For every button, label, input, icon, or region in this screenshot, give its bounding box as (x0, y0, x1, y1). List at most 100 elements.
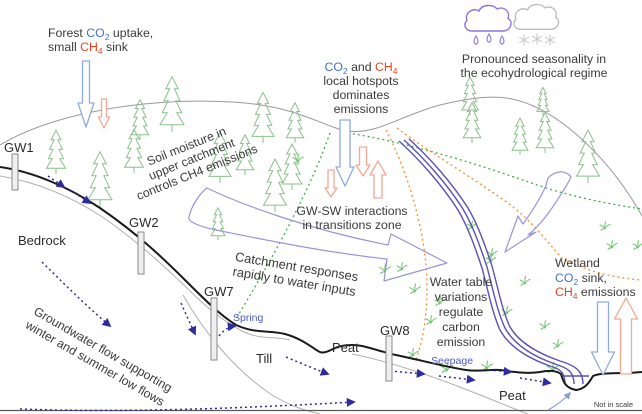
conifer-tree-icon (285, 101, 305, 144)
groundwater-flow-note: Groundwater flow supporting winter and s… (22, 304, 174, 409)
seepage-arrow (389, 368, 426, 378)
water-table-note-line2: variations (435, 290, 488, 304)
forest-ch4-down-arrow (97, 98, 111, 129)
grass-tuft-icon (407, 347, 419, 359)
label-peat-right: Peat (499, 388, 526, 403)
water-table-note-line5: emission (437, 335, 486, 349)
surface-flow-arrows (188, 171, 572, 282)
map-labels: GW1 Bedrock GW2 GW7 Spring Till Peat GW8… (4, 140, 633, 409)
grass-tuft-icon (598, 220, 612, 232)
spring-outflow-arrow (218, 322, 237, 337)
conifer-tree-icon (130, 98, 150, 141)
rain-cloud-icon (464, 4, 512, 32)
conifer-tree-icon (462, 101, 482, 144)
seepage-arrow (438, 374, 476, 384)
grass-tuft-icon (551, 338, 565, 350)
orange-boundary-outer (396, 127, 642, 281)
gwsw-note-line2: in transitions zone (302, 218, 401, 232)
svg-text:winter and summer low flows: winter and summer low flows (22, 317, 167, 409)
soil-moisture-note: Soil moisture in upper catchment control… (134, 124, 259, 203)
seepage-arrow (488, 366, 513, 376)
svg-text:Groundwater flow supporting: Groundwater flow supporting (31, 304, 174, 395)
lateral-flow-arrow (188, 187, 448, 282)
hotspots-note-line4: emissions (334, 102, 389, 116)
forest-co2-down-arrow (77, 60, 95, 128)
well-gw7 (210, 297, 218, 361)
gw-arrow (180, 302, 197, 336)
stream-right-bank (408, 138, 584, 385)
conifer-tree-icon (262, 157, 288, 214)
grass-tuft-icon (631, 239, 642, 251)
monitoring-wells (11, 153, 393, 382)
snow-cloud-icon (513, 3, 560, 30)
stream-left-bank (398, 140, 566, 385)
well-gw2 (137, 231, 145, 275)
grass-tuft-icon (408, 282, 422, 295)
hotspots-note: CO2 and CH4 (324, 60, 397, 76)
seasonality-icons (464, 3, 560, 47)
label-seepage: Seepage (431, 355, 473, 367)
grass-tuft-icon (518, 275, 532, 287)
hotspot-ch4-up-arrow (369, 160, 387, 199)
seasonality-note: Pronounced seasonality in (462, 52, 606, 66)
water-table-note-line4: carbon (442, 320, 480, 334)
conifer-tree-icon (535, 111, 555, 154)
water-table-note-line3: regulate (439, 305, 484, 319)
gwsw-note: GW-SW interactions (296, 204, 407, 218)
label-gw7: GW7 (204, 284, 234, 299)
bedrock-boundary-line (182, 294, 321, 414)
conifer-tree-icon (45, 129, 67, 175)
conifer-tree-icon (158, 75, 186, 134)
grass-tuft-icon (605, 239, 619, 251)
label-spring: Spring (233, 312, 264, 324)
hotspot-ch4-down-arrow (355, 146, 371, 177)
gw-arrow (285, 356, 330, 376)
soil-layer-line (0, 175, 291, 341)
label-peat-mid: Peat (332, 340, 359, 355)
conifer-tree-icon (86, 150, 114, 209)
green-boundary-left (236, 132, 331, 318)
raindrop-icons (473, 33, 505, 45)
grass-tuft-icon (396, 261, 408, 273)
forest-uptake-note-line2: small CH4 sink (48, 40, 129, 56)
water-table-note: Water table (430, 275, 493, 289)
wetland-note-line3: CH4 emissions (555, 285, 636, 301)
wetland-note-line2: CO2 sink, (555, 271, 607, 287)
conifer-tree-icon (123, 128, 145, 174)
label-gw1: GW1 (4, 140, 34, 155)
stream-channel (398, 138, 589, 385)
conifer-tree-icon (210, 207, 226, 241)
hotspots-note-line2: local hotspots (323, 74, 398, 88)
scale-note: Not in scale (594, 400, 633, 409)
ground-surface-line (0, 166, 642, 392)
forest-uptake-note: Forest CO2 uptake, (48, 26, 153, 42)
conifer-tree-icon (281, 143, 303, 191)
wetland-ch4-up-arrow (613, 297, 639, 375)
hillslope-inflow-arrow (504, 171, 572, 253)
well-gw1 (11, 153, 19, 191)
gw-arrow (69, 189, 92, 204)
groundwater-flow-arrows (19, 175, 552, 412)
wetland-note: Wetland (555, 256, 600, 270)
grass-tuft-icon (425, 314, 437, 326)
label-till: Till (256, 351, 272, 366)
deep-gw-arrow (19, 397, 356, 412)
conifer-tree-icon (511, 117, 529, 156)
label-bedrock: Bedrock (18, 233, 66, 248)
till-boundary-line (351, 353, 529, 414)
stream-mid-line (403, 139, 575, 385)
gw-arrow (41, 261, 112, 328)
green-boundary-right (347, 132, 642, 210)
pond-upwelling-arrow (547, 391, 571, 411)
label-gw2: GW2 (129, 215, 159, 230)
hotspot-ch4-down-arrow-small (324, 169, 338, 198)
snowflake-icons (518, 32, 556, 47)
grass-tuft-icon (538, 319, 552, 331)
terrain-cross-section (0, 166, 642, 414)
gw-arrow (47, 175, 66, 189)
gas-flux-arrows (77, 60, 639, 376)
hotspots-note-line3: dominates (333, 88, 390, 102)
wetland-co2-down-arrow (590, 301, 616, 376)
